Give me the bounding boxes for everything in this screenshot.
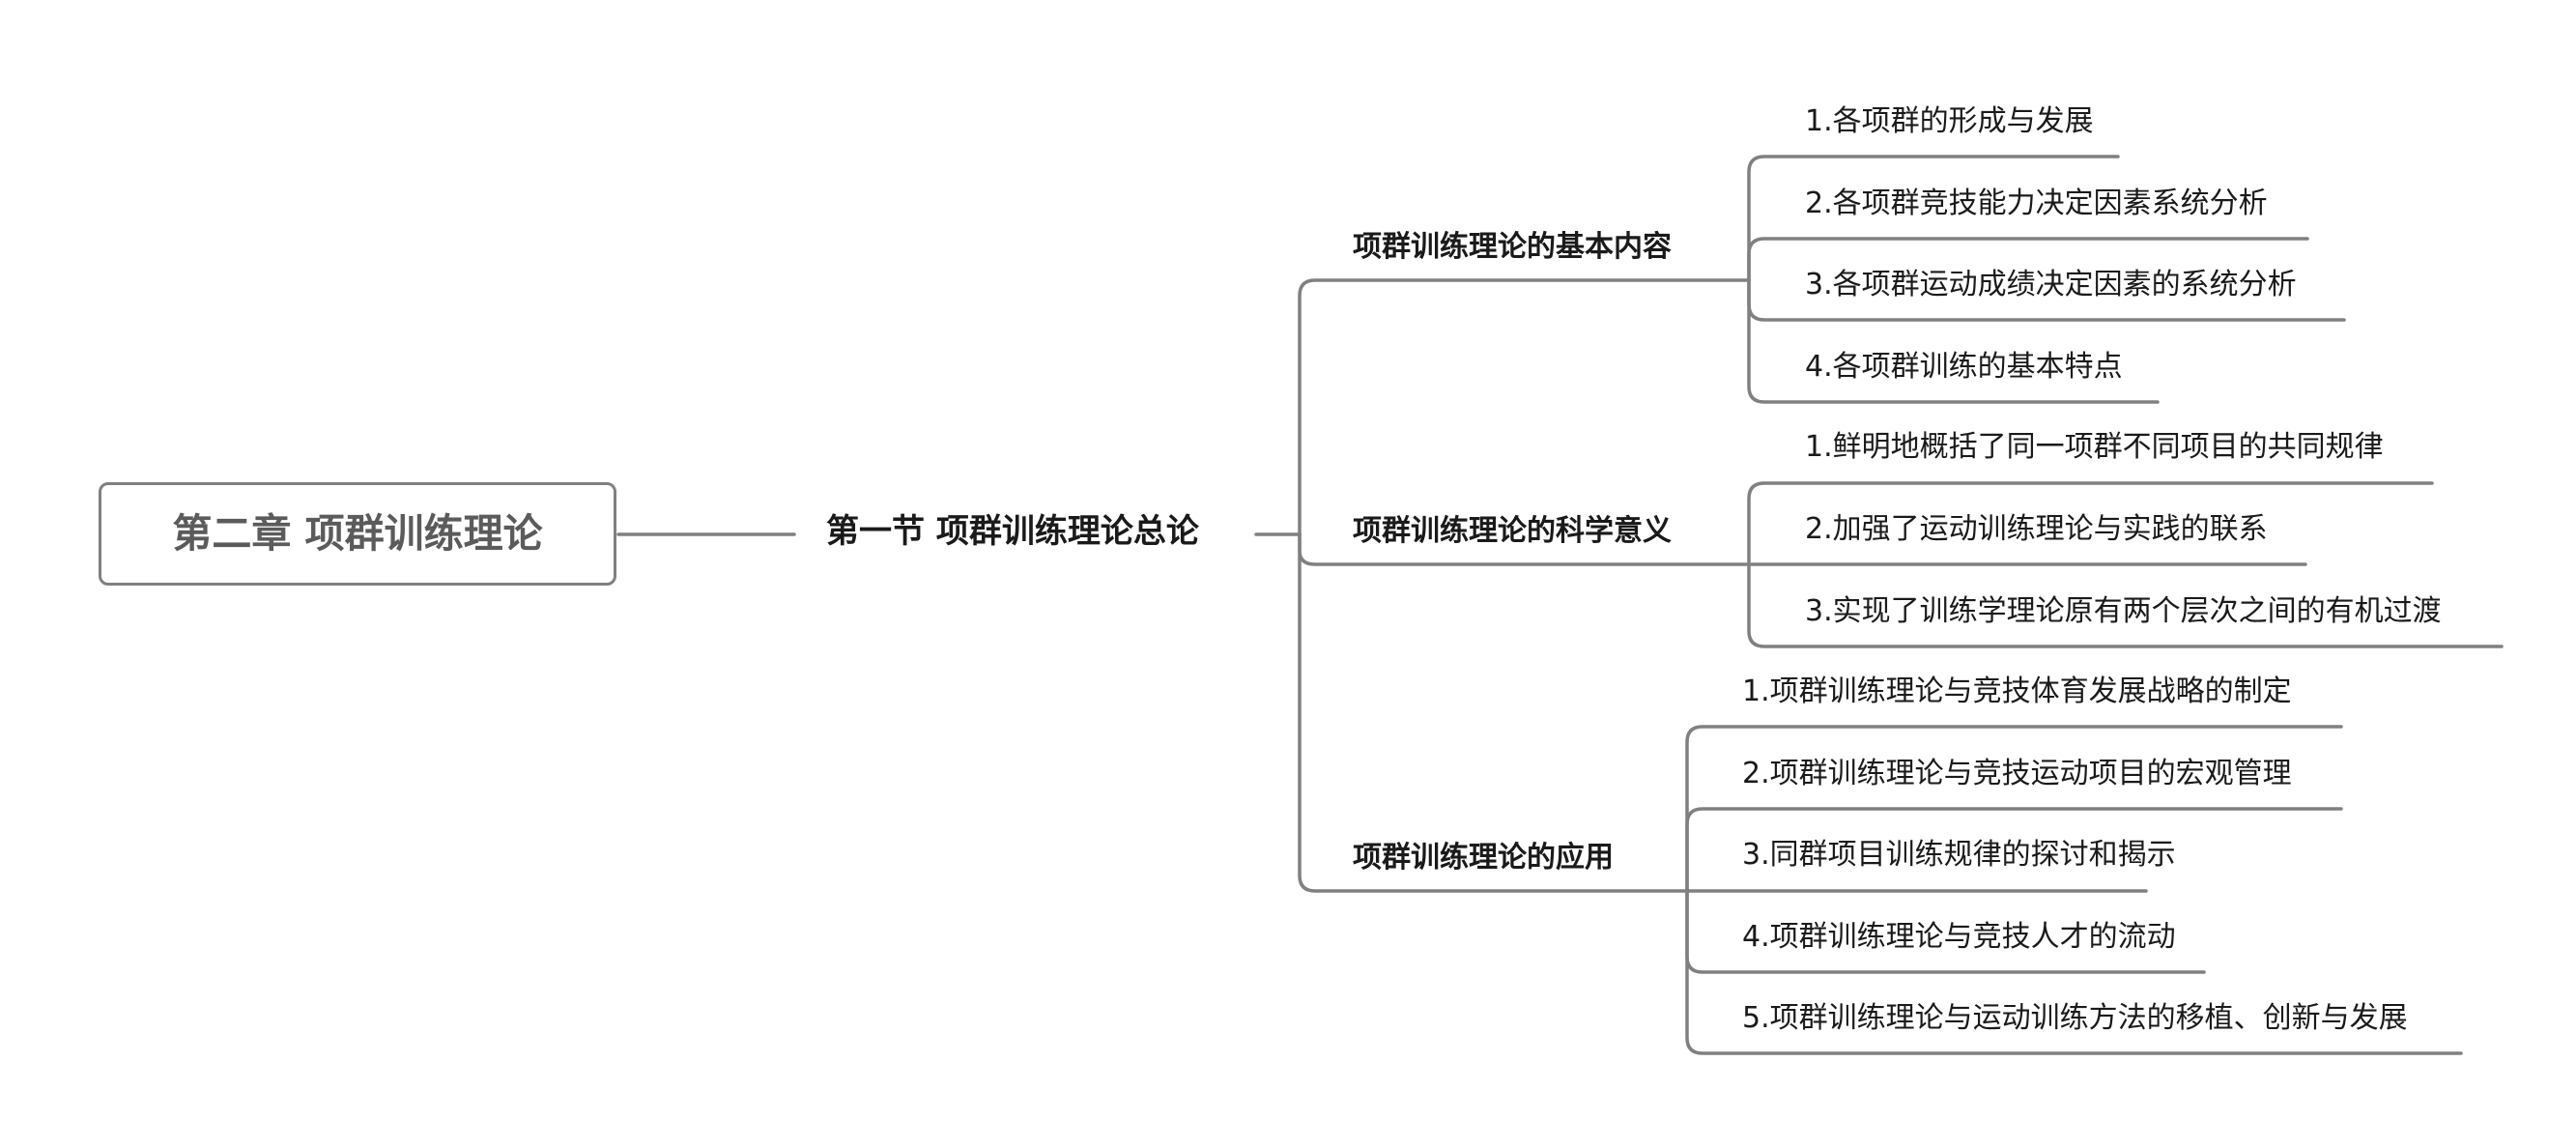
leaf-item[interactable]: 1.鲜明地概括了同一项群不同项目的共同规律 — [1805, 430, 2384, 464]
leaf-underline — [1747, 237, 2309, 282]
leaf-item[interactable]: 2.各项群竞技能力决定因素系统分析 — [1805, 187, 2268, 220]
leaf-underline — [1685, 889, 2463, 1055]
leaf-item[interactable]: 1.项群训练理论与竞技体育发展战略的制定 — [1742, 674, 2292, 708]
root-topic[interactable]: 第二章 项群训练理论 — [99, 482, 616, 586]
branch-connector — [1298, 278, 1751, 536]
leaf-underline — [1685, 807, 2343, 893]
leaf-item[interactable]: 4.各项群训练的基本特点 — [1805, 350, 2123, 384]
branch-application[interactable]: 项群训练理论的应用 — [1353, 841, 1614, 875]
branch-scientific-significance[interactable]: 项群训练理论的科学意义 — [1353, 514, 1672, 548]
leaf-item[interactable]: 3.各项群运动成绩决定因素的系统分析 — [1805, 268, 2297, 301]
leaf-item[interactable]: 3.实现了训练学理论原有两个层次之间的有机过渡 — [1805, 594, 2442, 628]
branch-basic-content[interactable]: 项群训练理论的基本内容 — [1353, 230, 1672, 264]
leaf-underline — [1747, 562, 2504, 648]
branch-connector — [1298, 532, 1689, 893]
leaf-item[interactable]: 4.项群训练理论与竞技人才的流动 — [1742, 920, 2176, 954]
leaf-underline — [1747, 278, 2160, 404]
leaf-item[interactable]: 5.项群训练理论与运动训练方法的移植、创新与发展 — [1742, 1001, 2408, 1035]
leaf-item[interactable]: 1.各项群的形成与发展 — [1805, 104, 2094, 138]
leaf-item[interactable]: 2.加强了运动训练理论与实践的联系 — [1805, 512, 2268, 546]
leaf-underline — [1685, 725, 2343, 893]
leaf-underline — [1747, 155, 2120, 282]
leaf-item[interactable]: 3.同群项目训练规律的探讨和揭示 — [1742, 838, 2176, 872]
leaf-item[interactable]: 2.项群训练理论与竞技运动项目的宏观管理 — [1742, 757, 2292, 790]
section-topic[interactable]: 第一节 项群训练理论总论 — [826, 512, 1199, 551]
leaf-underline — [1747, 481, 2434, 566]
